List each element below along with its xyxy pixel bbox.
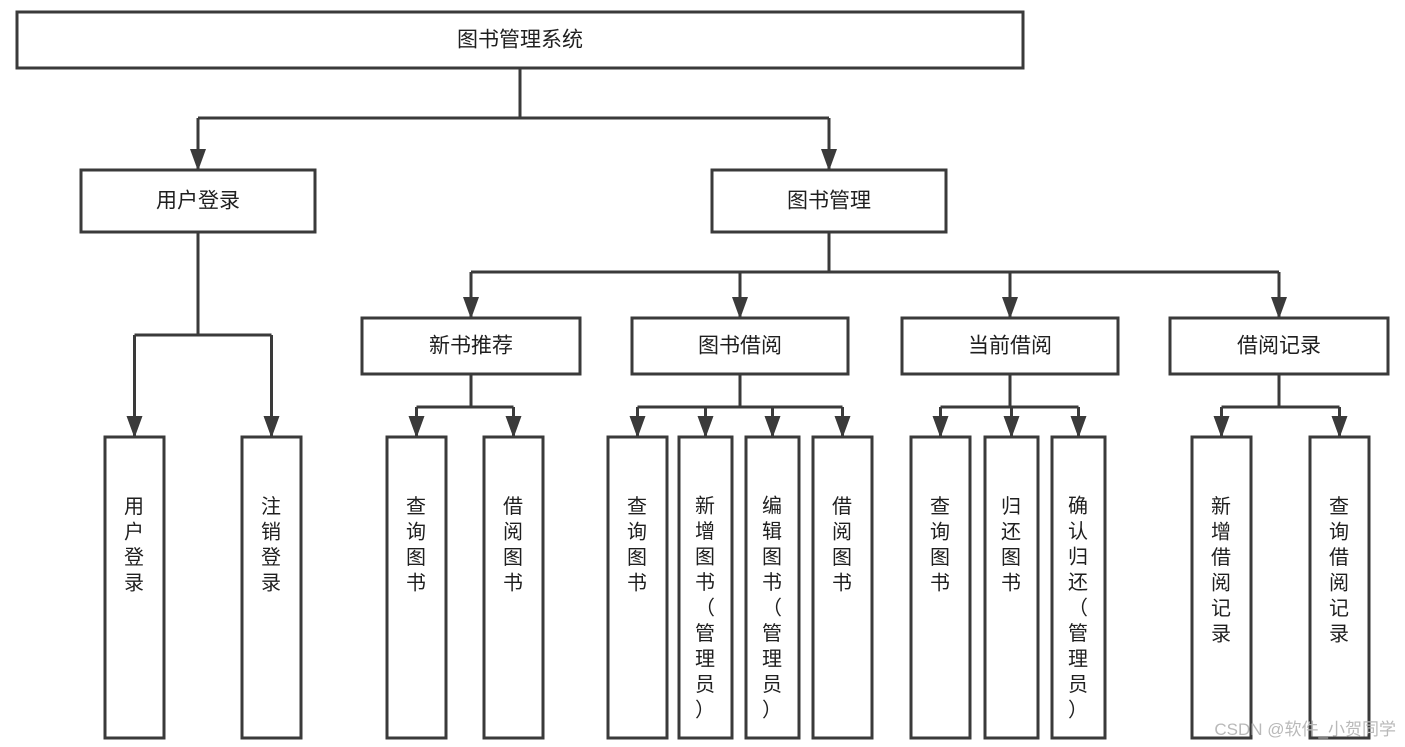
node-label: 新增图书（管理员） [695, 495, 716, 722]
node-book-management[interactable]: 图书管理 [710, 168, 948, 234]
node-label: 图书管理系统 [457, 29, 583, 52]
arrow-head [629, 416, 646, 438]
node-label: 借阅记录 [1237, 335, 1321, 358]
node-box[interactable] [1168, 316, 1390, 376]
arrow-head [1331, 416, 1348, 438]
node-leaf-add-borrow-record[interactable]: 新增借阅记录 [1190, 435, 1253, 740]
arrow-head [932, 416, 949, 438]
arrow-head [1271, 297, 1287, 319]
node-label: 编辑图书（管理员） [762, 495, 783, 722]
node-box[interactable] [360, 316, 582, 376]
arrow-head [126, 416, 143, 438]
node-label: 图书借阅 [698, 335, 782, 358]
node-layer: 图书管理系统用户登录图书管理新书推荐图书借阅当前借阅借阅记录用户登录注销登录查询… [15, 10, 1390, 740]
node-leaf-query-book-recommend[interactable]: 查询图书 [385, 435, 448, 740]
arrow-head [1213, 416, 1230, 438]
node-label: 查询图书 [406, 495, 427, 595]
node-current-borrow[interactable]: 当前借阅 [900, 316, 1120, 376]
connector-layer [126, 68, 1348, 438]
node-box[interactable] [630, 316, 850, 376]
arrow-head [408, 416, 425, 438]
node-label: 注销登录 [261, 495, 282, 595]
arrow-head [263, 416, 280, 438]
arrow-head [732, 297, 748, 319]
node-box[interactable] [1050, 435, 1107, 740]
node-leaf-query-book-borrow[interactable]: 查询图书 [606, 435, 669, 740]
node-box[interactable] [1308, 435, 1371, 740]
node-box[interactable] [482, 435, 545, 740]
node-box[interactable] [811, 435, 874, 740]
node-label: 借阅图书 [503, 495, 524, 595]
node-leaf-borrow-book-recommend[interactable]: 借阅图书 [482, 435, 545, 740]
arrow-head [463, 297, 479, 319]
node-root[interactable]: 图书管理系统 [15, 10, 1025, 70]
node-label: 图书管理 [787, 190, 871, 213]
node-box[interactable] [909, 435, 972, 740]
node-box[interactable] [15, 10, 1025, 70]
node-label: 查询图书 [627, 495, 648, 595]
arrow-head [1070, 416, 1087, 438]
node-book-borrow[interactable]: 图书借阅 [630, 316, 850, 376]
node-box[interactable] [240, 435, 303, 740]
arrow-head [190, 149, 206, 171]
node-box[interactable] [103, 435, 166, 740]
arrow-head [505, 416, 522, 438]
node-box[interactable] [79, 168, 317, 234]
node-leaf-user-login[interactable]: 用户登录 [103, 435, 166, 740]
arrow-head [821, 149, 837, 171]
node-label: 归还图书 [1001, 495, 1022, 595]
node-new-book-recommend[interactable]: 新书推荐 [360, 316, 582, 376]
node-leaf-user-logout[interactable]: 注销登录 [240, 435, 303, 740]
node-label: 查询借阅记录 [1329, 495, 1350, 646]
node-leaf-edit-book[interactable]: 编辑图书（管理员） [744, 435, 801, 740]
node-label: 新增借阅记录 [1211, 495, 1232, 646]
node-leaf-add-book[interactable]: 新增图书（管理员） [677, 435, 734, 740]
node-leaf-confirm-return[interactable]: 确认归还（管理员） [1050, 435, 1107, 740]
node-label: 确认归还（管理员） [1068, 495, 1089, 722]
node-box[interactable] [983, 435, 1040, 740]
node-leaf-query-borrow-record[interactable]: 查询借阅记录 [1308, 435, 1371, 740]
node-borrow-record[interactable]: 借阅记录 [1168, 316, 1390, 376]
csdn-watermark: CSDN @软件_小贺同学 [1214, 720, 1396, 739]
node-leaf-borrow-book[interactable]: 借阅图书 [811, 435, 874, 740]
node-label: 用户登录 [124, 496, 145, 595]
arrow-head [834, 416, 851, 438]
node-label: 借阅图书 [832, 495, 853, 595]
node-leaf-query-book-current[interactable]: 查询图书 [909, 435, 972, 740]
node-box[interactable] [677, 435, 734, 740]
node-user-login[interactable]: 用户登录 [79, 168, 317, 234]
node-leaf-return-book[interactable]: 归还图书 [983, 435, 1040, 740]
node-box[interactable] [1190, 435, 1253, 740]
arrow-head [764, 416, 781, 438]
node-box[interactable] [606, 435, 669, 740]
node-label: 用户登录 [156, 190, 240, 213]
node-box[interactable] [900, 316, 1120, 376]
arrow-head [697, 416, 714, 438]
arrow-head [1002, 297, 1018, 319]
node-box[interactable] [710, 168, 948, 234]
node-box[interactable] [744, 435, 801, 740]
node-label: 新书推荐 [429, 335, 513, 358]
node-box[interactable] [385, 435, 448, 740]
node-label: 当前借阅 [968, 335, 1052, 358]
node-label: 查询图书 [930, 495, 951, 595]
arrow-head [1003, 416, 1020, 438]
